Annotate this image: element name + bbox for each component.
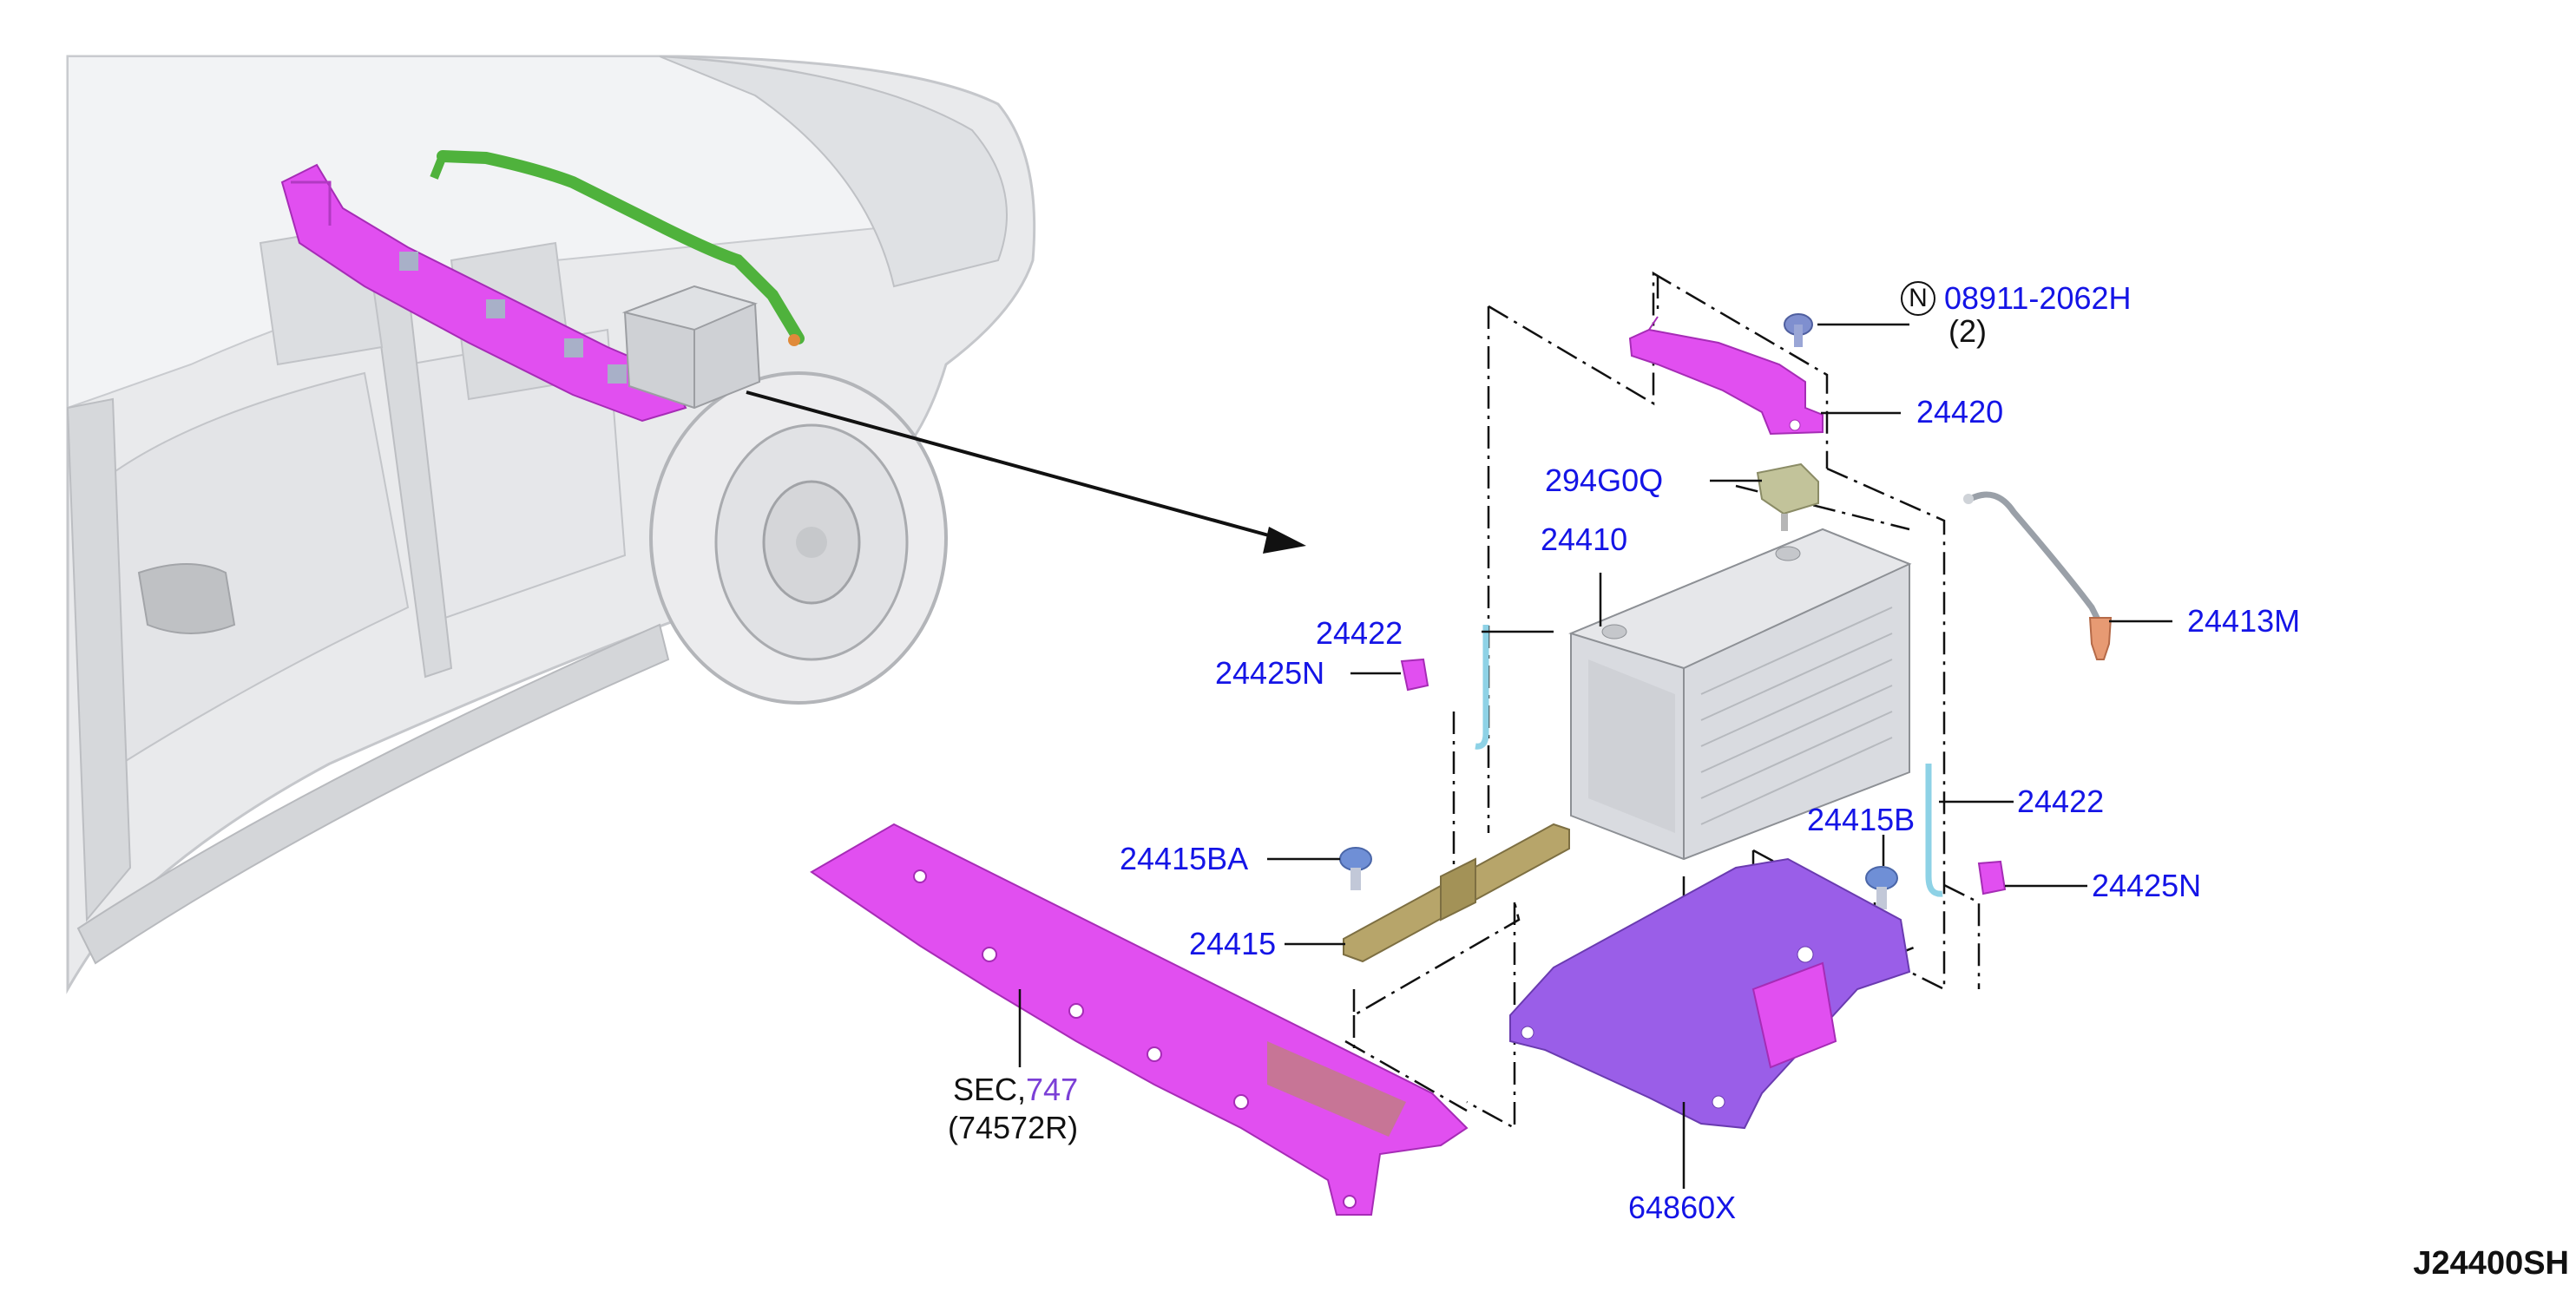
label-24425N-right[interactable]: 24425N	[2092, 868, 2202, 903]
callout-arrow	[746, 390, 1306, 554]
part-24413M-cable	[1963, 491, 2113, 660]
label-24415B[interactable]: 24415B	[1807, 802, 1916, 837]
label-74572R: (74572R)	[948, 1110, 1079, 1145]
label-08911-quantity: (2)	[1948, 313, 1987, 349]
label-24415BA[interactable]: 24415BA	[1120, 841, 1249, 876]
part-24422-rod-left	[1475, 625, 1489, 750]
part-24415B-bolt	[1865, 866, 1898, 909]
label-08911-2062H[interactable]: 08911-2062H	[1944, 280, 2132, 316]
diagram-code: J24400SH	[2413, 1245, 2569, 1282]
part-08911-2062H-bolt	[1784, 313, 1813, 347]
label-24422-left[interactable]: 24422	[1316, 615, 1403, 651]
label-64860X[interactable]: 64860X	[1628, 1190, 1737, 1225]
part-24425N-clip-right	[1977, 860, 2007, 895]
section-prefix: SEC,	[953, 1072, 1027, 1107]
part-24415-hold-down	[1343, 823, 1570, 963]
vehicle-phantom-view	[66, 55, 1036, 994]
label-24420[interactable]: 24420	[1916, 394, 2004, 430]
label-24415[interactable]: 24415	[1189, 926, 1277, 961]
part-24415BA-bolt	[1339, 847, 1372, 890]
label-24410[interactable]: 24410	[1541, 521, 1628, 557]
label-24413M[interactable]: 24413M	[2187, 603, 2301, 639]
part-24425N-clip-left	[1400, 658, 1429, 692]
note-n-symbol: N	[1901, 281, 1935, 316]
label-24422-right[interactable]: 24422	[2017, 784, 2105, 819]
label-section-reference: SEC,747	[953, 1072, 1078, 1107]
label-24425N-left[interactable]: 24425N	[1215, 655, 1325, 691]
part-64860X-tray	[1509, 857, 1911, 1130]
part-24420-bracket	[1628, 316, 1824, 436]
part-74572R-floor-panel	[810, 823, 1469, 1216]
part-24422-rod-right	[1925, 764, 1943, 897]
part-294G0Q-sensor	[1756, 462, 1819, 531]
leader-lines	[1018, 323, 2172, 1189]
label-294G0Q[interactable]: 294G0Q	[1545, 462, 1664, 498]
section-number-link[interactable]: 747	[1026, 1072, 1079, 1107]
part-24410-battery	[1568, 528, 1912, 861]
